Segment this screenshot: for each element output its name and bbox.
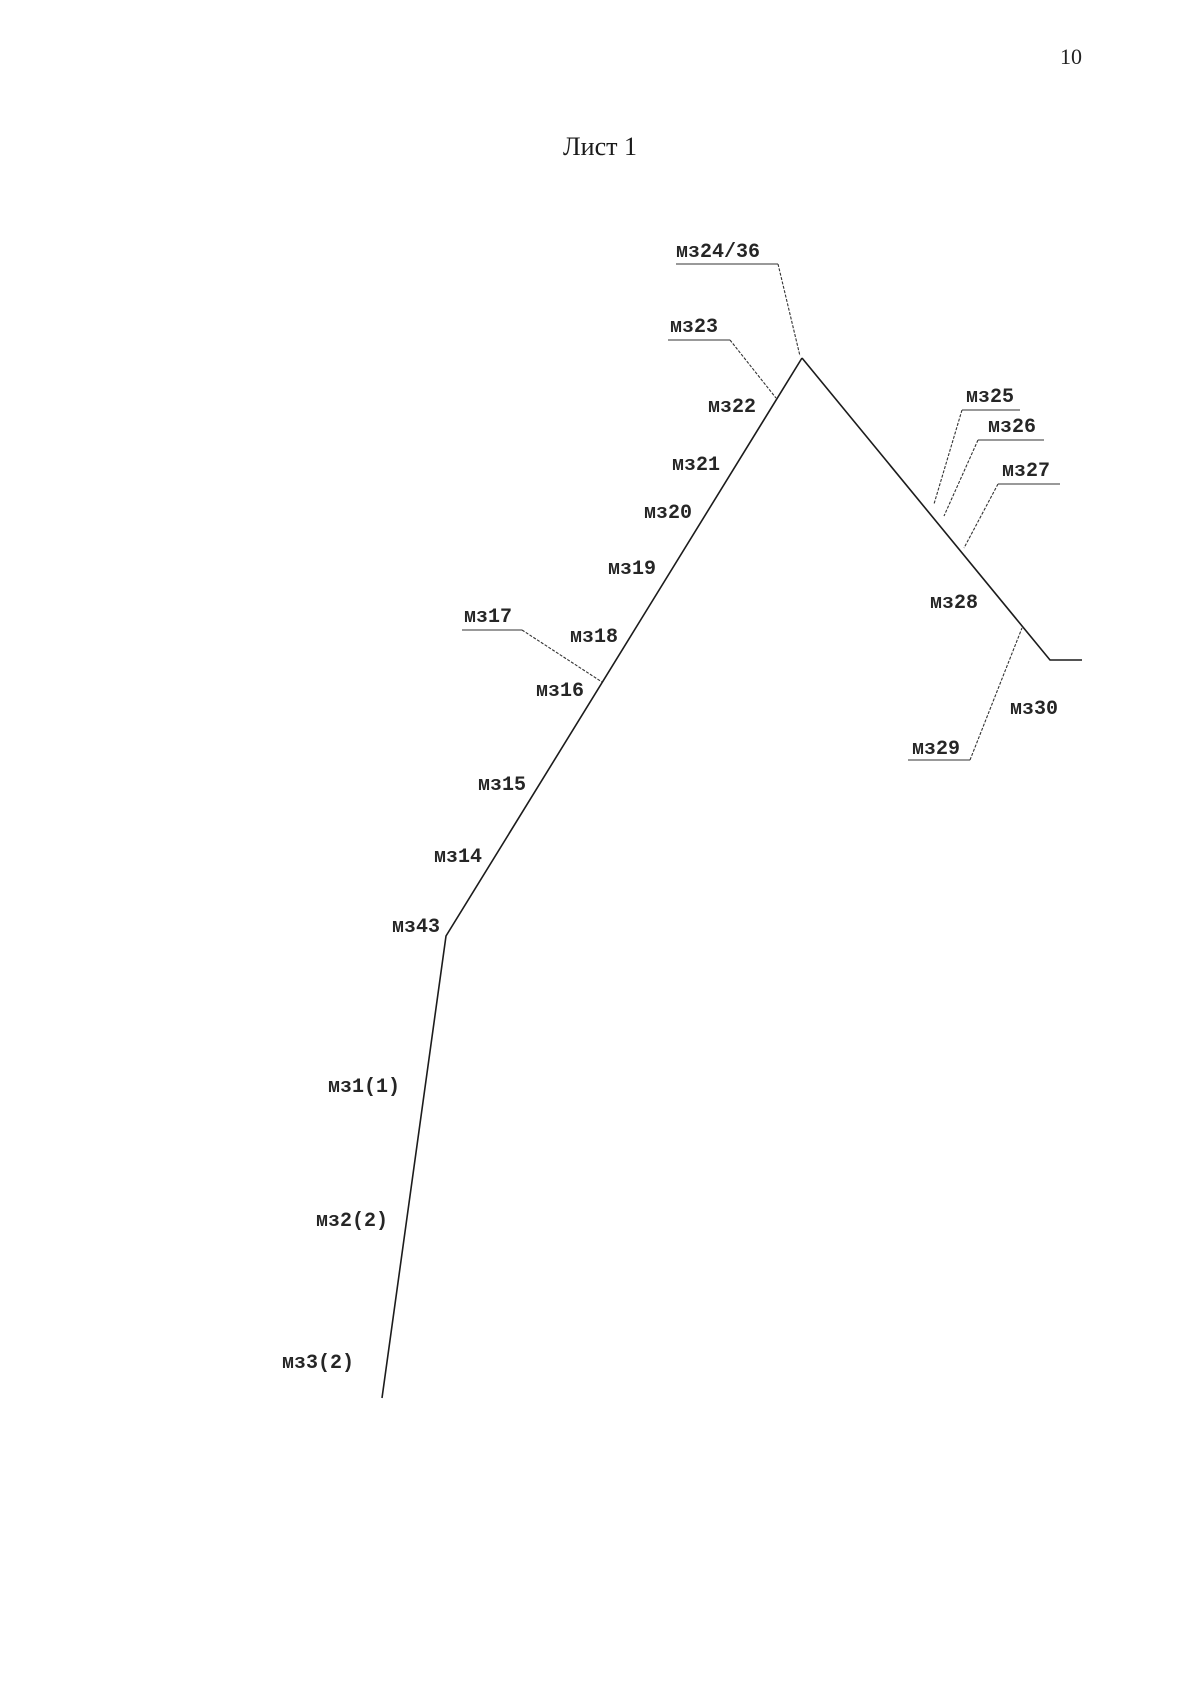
label-ms17: мз17 bbox=[464, 606, 512, 629]
label-ms22: мз22 bbox=[708, 396, 756, 419]
label-ms26: мз26 bbox=[988, 416, 1036, 439]
leader-ms29 bbox=[969, 627, 1023, 761]
label-ms19: мз19 bbox=[608, 558, 656, 581]
leader-ms23 bbox=[729, 339, 777, 399]
label-ms15: мз15 bbox=[478, 774, 526, 797]
label-ms43: мз43 bbox=[392, 916, 440, 939]
sheet-title: Лист 1 bbox=[563, 132, 637, 161]
label-ms2: мз2(2) bbox=[316, 1210, 388, 1233]
leader-ms27 bbox=[963, 483, 999, 549]
leader-ms25 bbox=[933, 409, 963, 505]
label-ms18: мз18 bbox=[570, 626, 618, 649]
label-ms24-36: мз24/36 bbox=[676, 241, 760, 264]
label-ms14: мз14 bbox=[434, 846, 482, 869]
leader-ms24-36 bbox=[777, 263, 801, 357]
label-ms21: мз21 bbox=[672, 454, 720, 477]
label-ms1: мз1(1) bbox=[328, 1076, 400, 1099]
label-ms27: мз27 bbox=[1002, 460, 1050, 483]
label-ms16: мз16 bbox=[536, 680, 584, 703]
leader-ms26 bbox=[943, 439, 979, 517]
label-ms20: мз20 bbox=[644, 502, 692, 525]
label-ms29: мз29 bbox=[912, 738, 960, 761]
right-branch-line bbox=[801, 357, 1082, 661]
left-branch-line bbox=[381, 357, 803, 1399]
page-number: 10 bbox=[1060, 44, 1082, 69]
label-ms28: мз28 bbox=[930, 592, 978, 615]
label-ms30: мз30 bbox=[1010, 698, 1058, 721]
label-ms3: мз3(2) bbox=[282, 1352, 354, 1375]
label-ms25: мз25 bbox=[966, 386, 1014, 409]
label-ms23: мз23 bbox=[670, 316, 718, 339]
leader-ms17 bbox=[521, 629, 603, 683]
